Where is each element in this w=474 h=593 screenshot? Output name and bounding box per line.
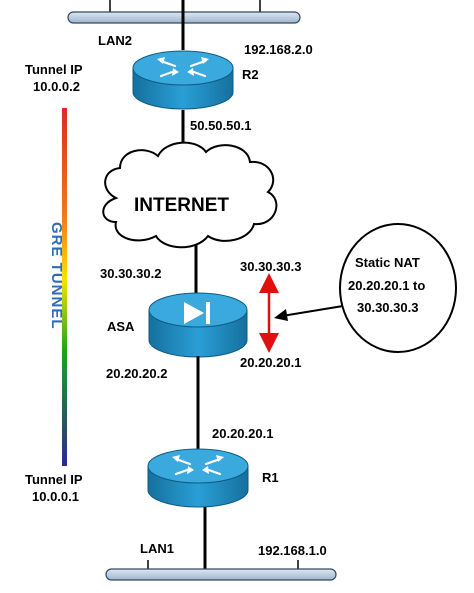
r1-router[interactable] xyxy=(147,448,249,508)
r2-label: R2 xyxy=(242,67,259,82)
r1-wan-ip-near-asa-label: 20.20.20.1 xyxy=(240,355,301,370)
r2-router[interactable] xyxy=(132,50,234,110)
internet-cloud xyxy=(102,141,278,249)
asa-inside-ip-label: 20.20.20.2 xyxy=(106,366,167,381)
asa-nat-ip-label: 30.30.30.3 xyxy=(240,259,301,274)
lan2-label: LAN2 xyxy=(98,33,132,48)
lan2-subnet-label: 192.168.2.0 xyxy=(244,42,313,57)
tunnel-ip-top-caption: Tunnel IP xyxy=(25,62,83,77)
nat-bubble-line1: Static NAT xyxy=(355,255,420,270)
r2-wan-ip-label: 50.50.50.1 xyxy=(190,118,251,133)
gre-tunnel-gradient-bar xyxy=(62,108,67,466)
asa-label: ASA xyxy=(107,319,135,334)
router-icon xyxy=(172,455,224,476)
router-icon xyxy=(157,57,209,78)
static-nat-callout xyxy=(274,223,457,353)
tunnel-ip-top-value: 10.0.0.2 xyxy=(33,79,80,94)
tunnel-ip-bottom-caption: Tunnel IP xyxy=(25,472,83,487)
firewall-icon xyxy=(184,302,210,324)
cloud-icon xyxy=(102,141,278,249)
lan1-label: LAN1 xyxy=(140,541,174,556)
asa-outside-ip-label: 30.30.30.2 xyxy=(100,266,161,281)
gre-tunnel-label: GRE TUNNEL xyxy=(48,222,65,330)
r1-wan-ip-label: 20.20.20.1 xyxy=(212,426,273,441)
nat-bubble-line2: 20.20.20.1 to xyxy=(348,278,425,293)
tunnel-ip-bottom-value: 10.0.0.1 xyxy=(32,489,79,504)
internet-label: INTERNET xyxy=(134,195,229,216)
nat-bubble-line3: 30.30.30.3 xyxy=(357,300,418,315)
r1-label: R1 xyxy=(262,470,279,485)
lan1-segment xyxy=(105,560,337,581)
asa-firewall[interactable] xyxy=(148,292,248,358)
lan1-subnet-label: 192.168.1.0 xyxy=(258,543,327,558)
